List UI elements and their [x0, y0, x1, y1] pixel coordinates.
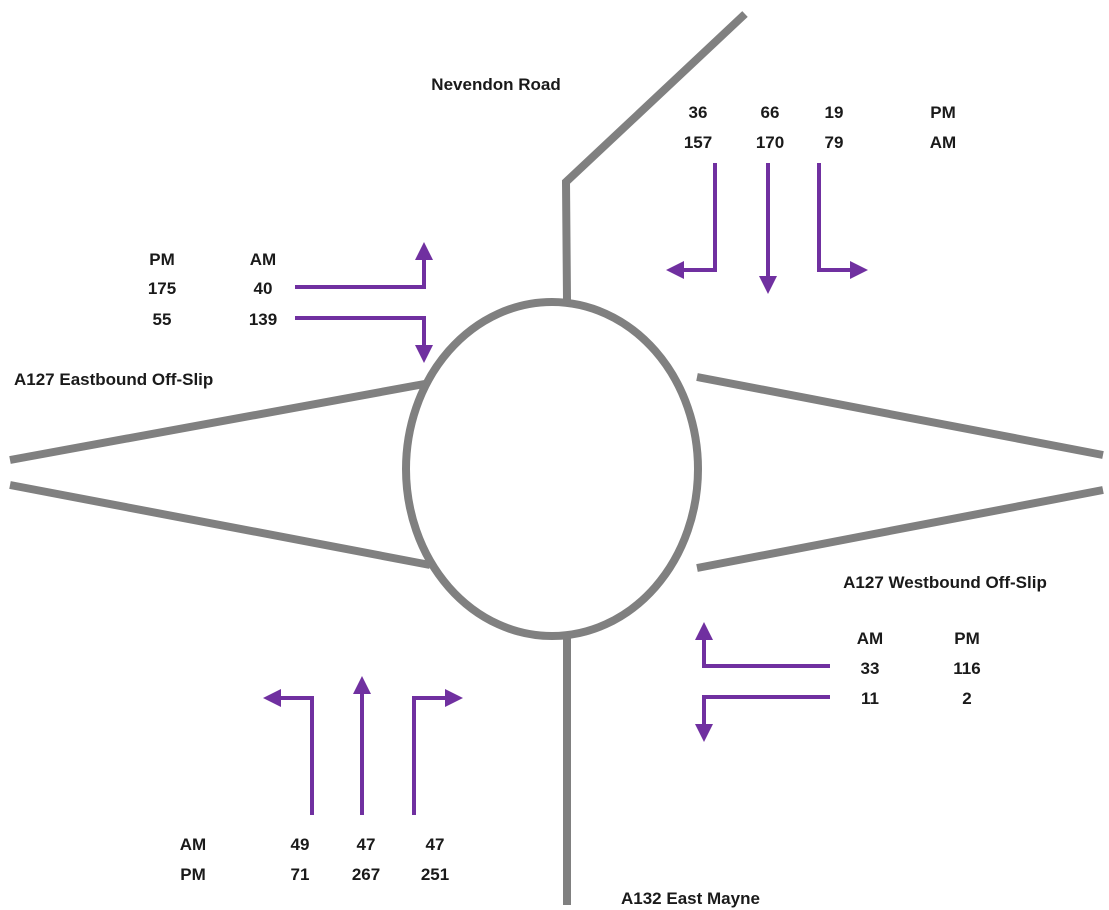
arrow-west-right-turn: [295, 316, 426, 347]
arrow-east-left-turn: [702, 695, 830, 726]
arrow-north-straight-head: [759, 276, 777, 294]
north-flow-labels: 36 66 19 PM 157 170 79 AM: [684, 103, 956, 152]
flow-arrows: [263, 163, 868, 815]
arrow-east-left-turn-head: [695, 724, 713, 742]
arrow-east-right-turn: [702, 638, 830, 668]
roads: [9, 11, 1104, 905]
south-flow-labels: AM 49 47 47 PM 71 267 251: [180, 835, 449, 884]
road-label-a127-westbound: A127 Westbound Off-Slip: [843, 573, 1047, 592]
arrow-south-right-turn: [412, 696, 447, 815]
north-pm-right: 19: [825, 103, 844, 122]
arrow-west-left-turn: [295, 258, 426, 289]
east-am-left: 11: [861, 689, 879, 708]
south-am-right: 47: [426, 835, 445, 854]
south-am-straight: 47: [357, 835, 376, 854]
road-a127-eastbound-lower: [9, 481, 431, 569]
east-flow-labels: AM PM 33 116 11 2: [857, 629, 981, 708]
arrow-north-right-turn: [817, 163, 852, 272]
arrow-north-left-turn: [682, 163, 717, 272]
west-pm-right: 55: [153, 310, 172, 329]
north-am-straight: 170: [756, 133, 784, 152]
east-pm-left: 2: [962, 689, 971, 708]
road-nevendon: [561, 11, 748, 301]
south-pm-right: 251: [421, 865, 449, 884]
west-am-left: 40: [254, 279, 273, 298]
north-pm-straight: 66: [761, 103, 780, 122]
east-am-right: 33: [861, 659, 880, 678]
arrow-north-left-turn-head: [666, 261, 684, 279]
road-label-a132: A132 East Mayne: [621, 889, 760, 908]
road-a127-eastbound-upper: [9, 379, 431, 464]
west-pm-left: 175: [148, 279, 176, 298]
east-am-label: AM: [857, 629, 883, 648]
arrow-south-left-turn: [279, 696, 314, 815]
south-am-left: 49: [291, 835, 310, 854]
arrow-south-left-turn-head: [263, 689, 281, 707]
arrow-west-left-turn-head: [415, 242, 433, 260]
north-am-left: 157: [684, 133, 712, 152]
arrow-east-right-turn-head: [695, 622, 713, 640]
south-pm-label: PM: [180, 865, 206, 884]
road-a127-westbound-lower: [696, 486, 1104, 572]
arrow-north-right-turn-head: [850, 261, 868, 279]
road-label-a127-eastbound: A127 Eastbound Off-Slip: [14, 370, 213, 389]
arrow-south-right-turn-head: [445, 689, 463, 707]
east-pm-right: 116: [953, 659, 980, 678]
east-pm-label: PM: [954, 629, 980, 648]
south-pm-straight: 267: [352, 865, 380, 884]
arrow-west-right-turn-head: [415, 345, 433, 363]
road-labels: Nevendon Road A127 Eastbound Off-Slip A1…: [14, 75, 1047, 908]
north-am-label: AM: [930, 133, 956, 152]
south-pm-left: 71: [291, 865, 310, 884]
north-am-right: 79: [825, 133, 844, 152]
road-a127-westbound-upper: [696, 373, 1104, 459]
south-am-label: AM: [180, 835, 206, 854]
road-label-nevendon: Nevendon Road: [431, 75, 560, 94]
west-am-right: 139: [249, 310, 277, 329]
west-flow-labels: PM AM 175 40 55 139: [148, 250, 277, 329]
north-pm-left: 36: [689, 103, 708, 122]
north-pm-label: PM: [930, 103, 956, 122]
west-pm-label: PM: [149, 250, 175, 269]
arrow-south-straight-head: [353, 676, 371, 694]
west-am-label: AM: [250, 250, 276, 269]
roundabout: [402, 298, 702, 640]
